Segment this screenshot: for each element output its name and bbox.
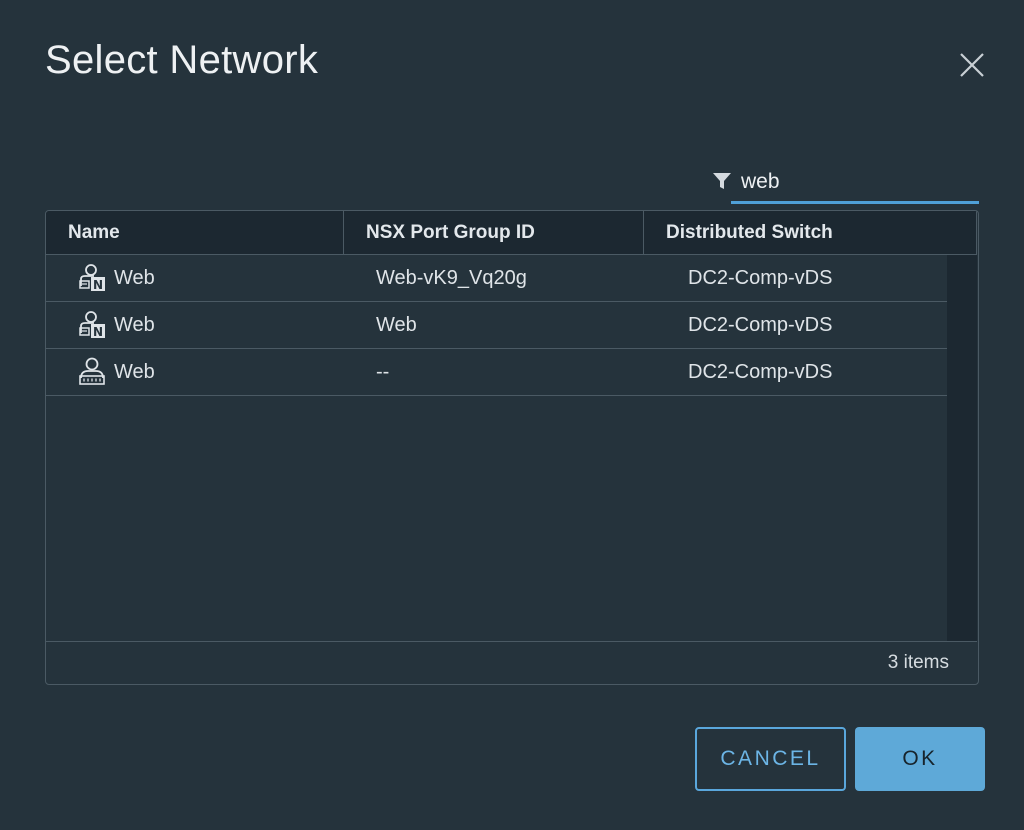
close-icon (960, 53, 984, 77)
table-row[interactable]: N Web Web DC2-Comp-vDS (46, 302, 947, 349)
grid-body: N Web Web-vK9_Vq20g DC2-Comp-vDS N Web W… (46, 255, 947, 641)
item-count: 3 items (887, 652, 949, 673)
column-header-nsx-port-group-id[interactable]: NSX Port Group ID (344, 211, 644, 254)
dialog-title: Select Network (45, 38, 319, 82)
row-distributed-switch: DC2-Comp-vDS (688, 314, 833, 336)
row-name: Web (114, 361, 155, 383)
svg-text:N: N (93, 325, 103, 339)
row-name: Web (114, 267, 155, 289)
filter-field (713, 166, 979, 204)
row-port-group-id: Web (376, 314, 417, 336)
column-header-name[interactable]: Name (46, 211, 344, 254)
filter-input[interactable] (741, 166, 976, 198)
filter-icon (713, 173, 731, 189)
close-button[interactable] (955, 48, 989, 82)
table-row[interactable]: N Web Web-vK9_Vq20g DC2-Comp-vDS (46, 255, 947, 302)
nsx-port-group-icon: N (79, 311, 105, 339)
svg-text:N: N (93, 278, 103, 292)
column-header-distributed-switch[interactable]: Distributed Switch (644, 211, 977, 254)
row-distributed-switch: DC2-Comp-vDS (688, 361, 833, 383)
row-name: Web (114, 314, 155, 336)
nsx-port-group-icon: N (79, 264, 105, 292)
grid-header: Name NSX Port Group ID Distributed Switc… (46, 211, 977, 255)
row-port-group-id: Web-vK9_Vq20g (376, 267, 527, 289)
row-port-group-id: -- (376, 361, 390, 383)
ok-button[interactable]: OK (855, 727, 985, 791)
row-distributed-switch: DC2-Comp-vDS (688, 267, 833, 289)
table-row[interactable]: Web -- DC2-Comp-vDS (46, 349, 947, 396)
grid-scrollbar[interactable] (947, 255, 977, 641)
grid-footer: 3 items (46, 641, 977, 683)
network-grid: Name NSX Port Group ID Distributed Switc… (45, 210, 979, 685)
distributed-port-group-icon (79, 357, 105, 385)
cancel-button[interactable]: CANCEL (695, 727, 846, 791)
